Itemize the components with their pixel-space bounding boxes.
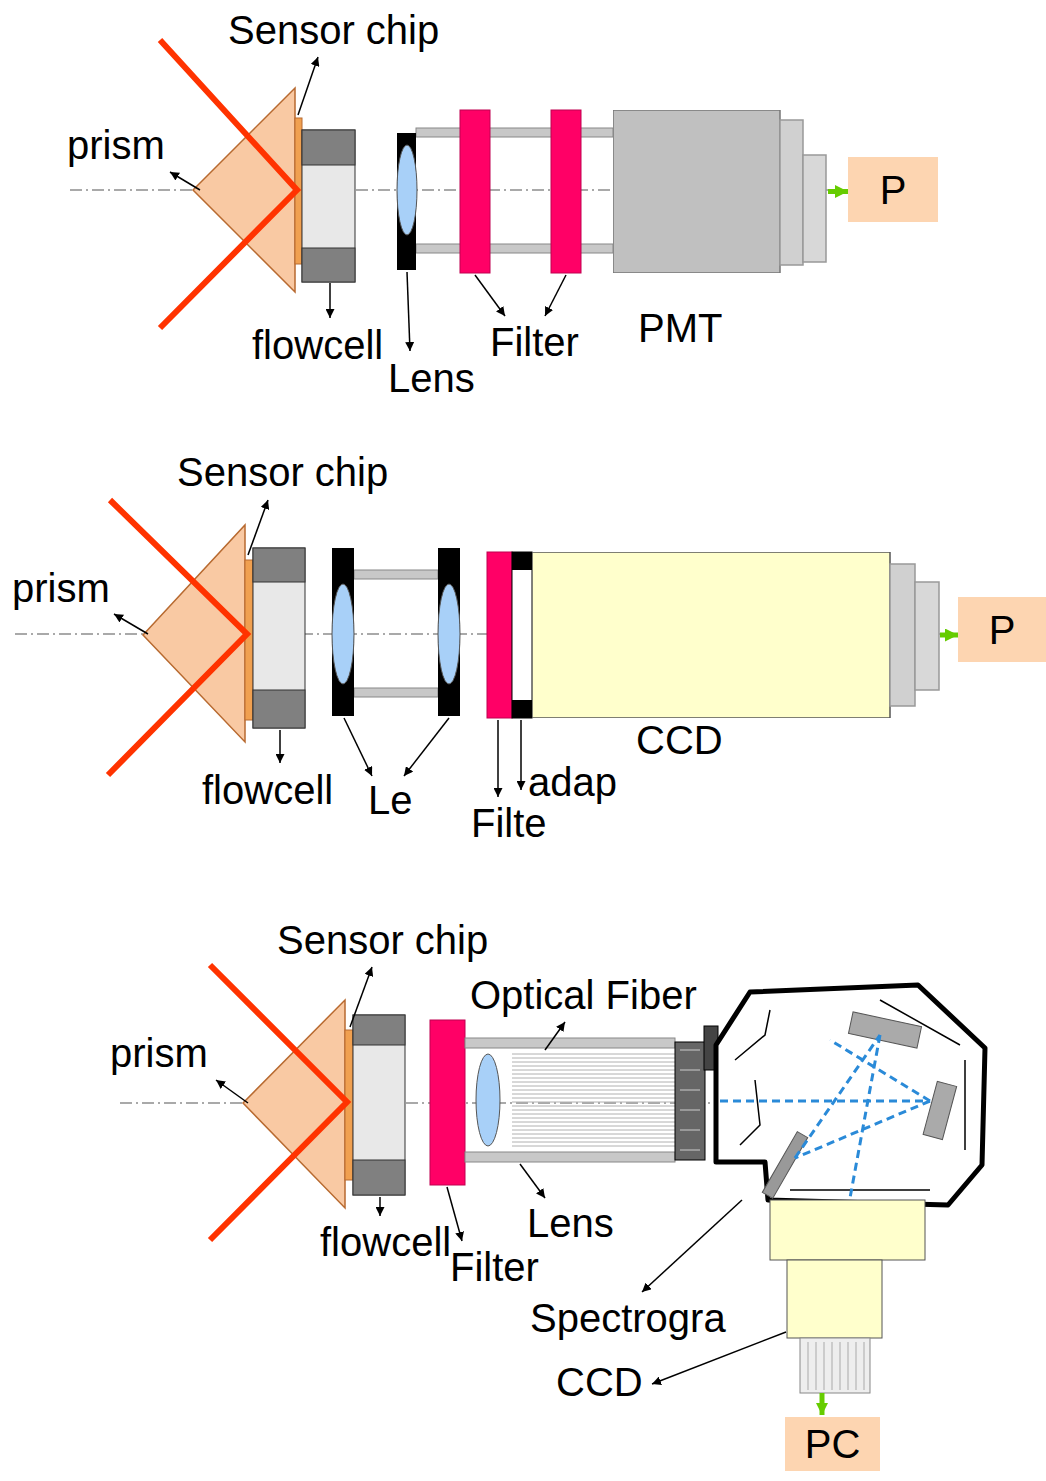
cage-rods (416, 128, 613, 253)
ccd-camera-outline (532, 552, 940, 718)
part-label: Sensor chip (177, 449, 388, 495)
part-label: Lens (388, 355, 475, 401)
part-label: CCD (556, 1359, 643, 1405)
device-label: PC (805, 1421, 861, 1467)
part-label: Le (368, 777, 413, 823)
output-box: P (848, 157, 938, 222)
flowcell-shape (353, 1015, 405, 1195)
lens-shape (476, 1054, 500, 1146)
device-label: CCD (636, 720, 723, 760)
lens-shape (438, 548, 460, 716)
pmt-detector-outline (613, 110, 828, 273)
part-label: Lens (527, 1200, 614, 1246)
prism-shape (243, 1000, 345, 1208)
signal-arrow (940, 633, 958, 638)
cage-rods (354, 570, 438, 697)
pmt-detector: PMT (613, 110, 828, 273)
signal-arrow (820, 1393, 825, 1415)
part-label: flowcell (320, 1219, 451, 1265)
flowcell-shape (302, 130, 355, 282)
filter-shape (487, 552, 512, 718)
pc-box: PC (785, 1417, 880, 1471)
part-label: Filter (450, 1244, 539, 1290)
device-label: P (880, 167, 907, 213)
fiber-tube (465, 1038, 675, 1162)
filter-shape (430, 1020, 465, 1185)
ccd-camera: CCD (532, 552, 940, 718)
signal-arrow (828, 189, 848, 194)
laser-beam (210, 965, 347, 1240)
part-label: Filte (471, 800, 547, 846)
prism-shape (193, 88, 295, 292)
spectrograph-shape (716, 985, 985, 1205)
leader-lines (170, 57, 566, 351)
part-label: Sensor chip (228, 7, 439, 53)
fiber-connector (675, 1026, 718, 1160)
laser-beam (108, 500, 247, 775)
part-label: prism (12, 565, 110, 611)
leader-lines (114, 500, 521, 797)
laser-beam (160, 40, 297, 328)
output-box: P (958, 597, 1046, 662)
filter-shape (551, 110, 581, 273)
panel-ccd (15, 500, 940, 797)
leader-lines (216, 967, 786, 1384)
flowcell-shape (253, 548, 305, 728)
optical-axis (120, 1102, 712, 1103)
part-label: flowcell (252, 322, 383, 368)
prism-shape (143, 525, 245, 742)
part-label: Spectrogra (530, 1295, 726, 1341)
device-label: P (989, 607, 1016, 653)
lens-shape (397, 133, 417, 270)
part-label: Optical Fiber (470, 972, 697, 1018)
lens-shape (332, 548, 354, 716)
part-label: prism (110, 1030, 208, 1076)
part-label: flowcell (202, 767, 333, 813)
part-label: Filter (490, 319, 579, 365)
filter-shape (460, 110, 490, 273)
ccd-camera-shape (770, 1200, 925, 1393)
part-label: adap (528, 759, 617, 805)
part-label: Sensor chip (277, 917, 488, 963)
panel-pmt (70, 40, 828, 351)
adapter-shape (512, 552, 532, 718)
panel-spectrograph (120, 965, 985, 1415)
part-label: prism (67, 122, 165, 168)
sensor-chip-shape (245, 560, 253, 720)
device-label: PMT (638, 308, 722, 348)
